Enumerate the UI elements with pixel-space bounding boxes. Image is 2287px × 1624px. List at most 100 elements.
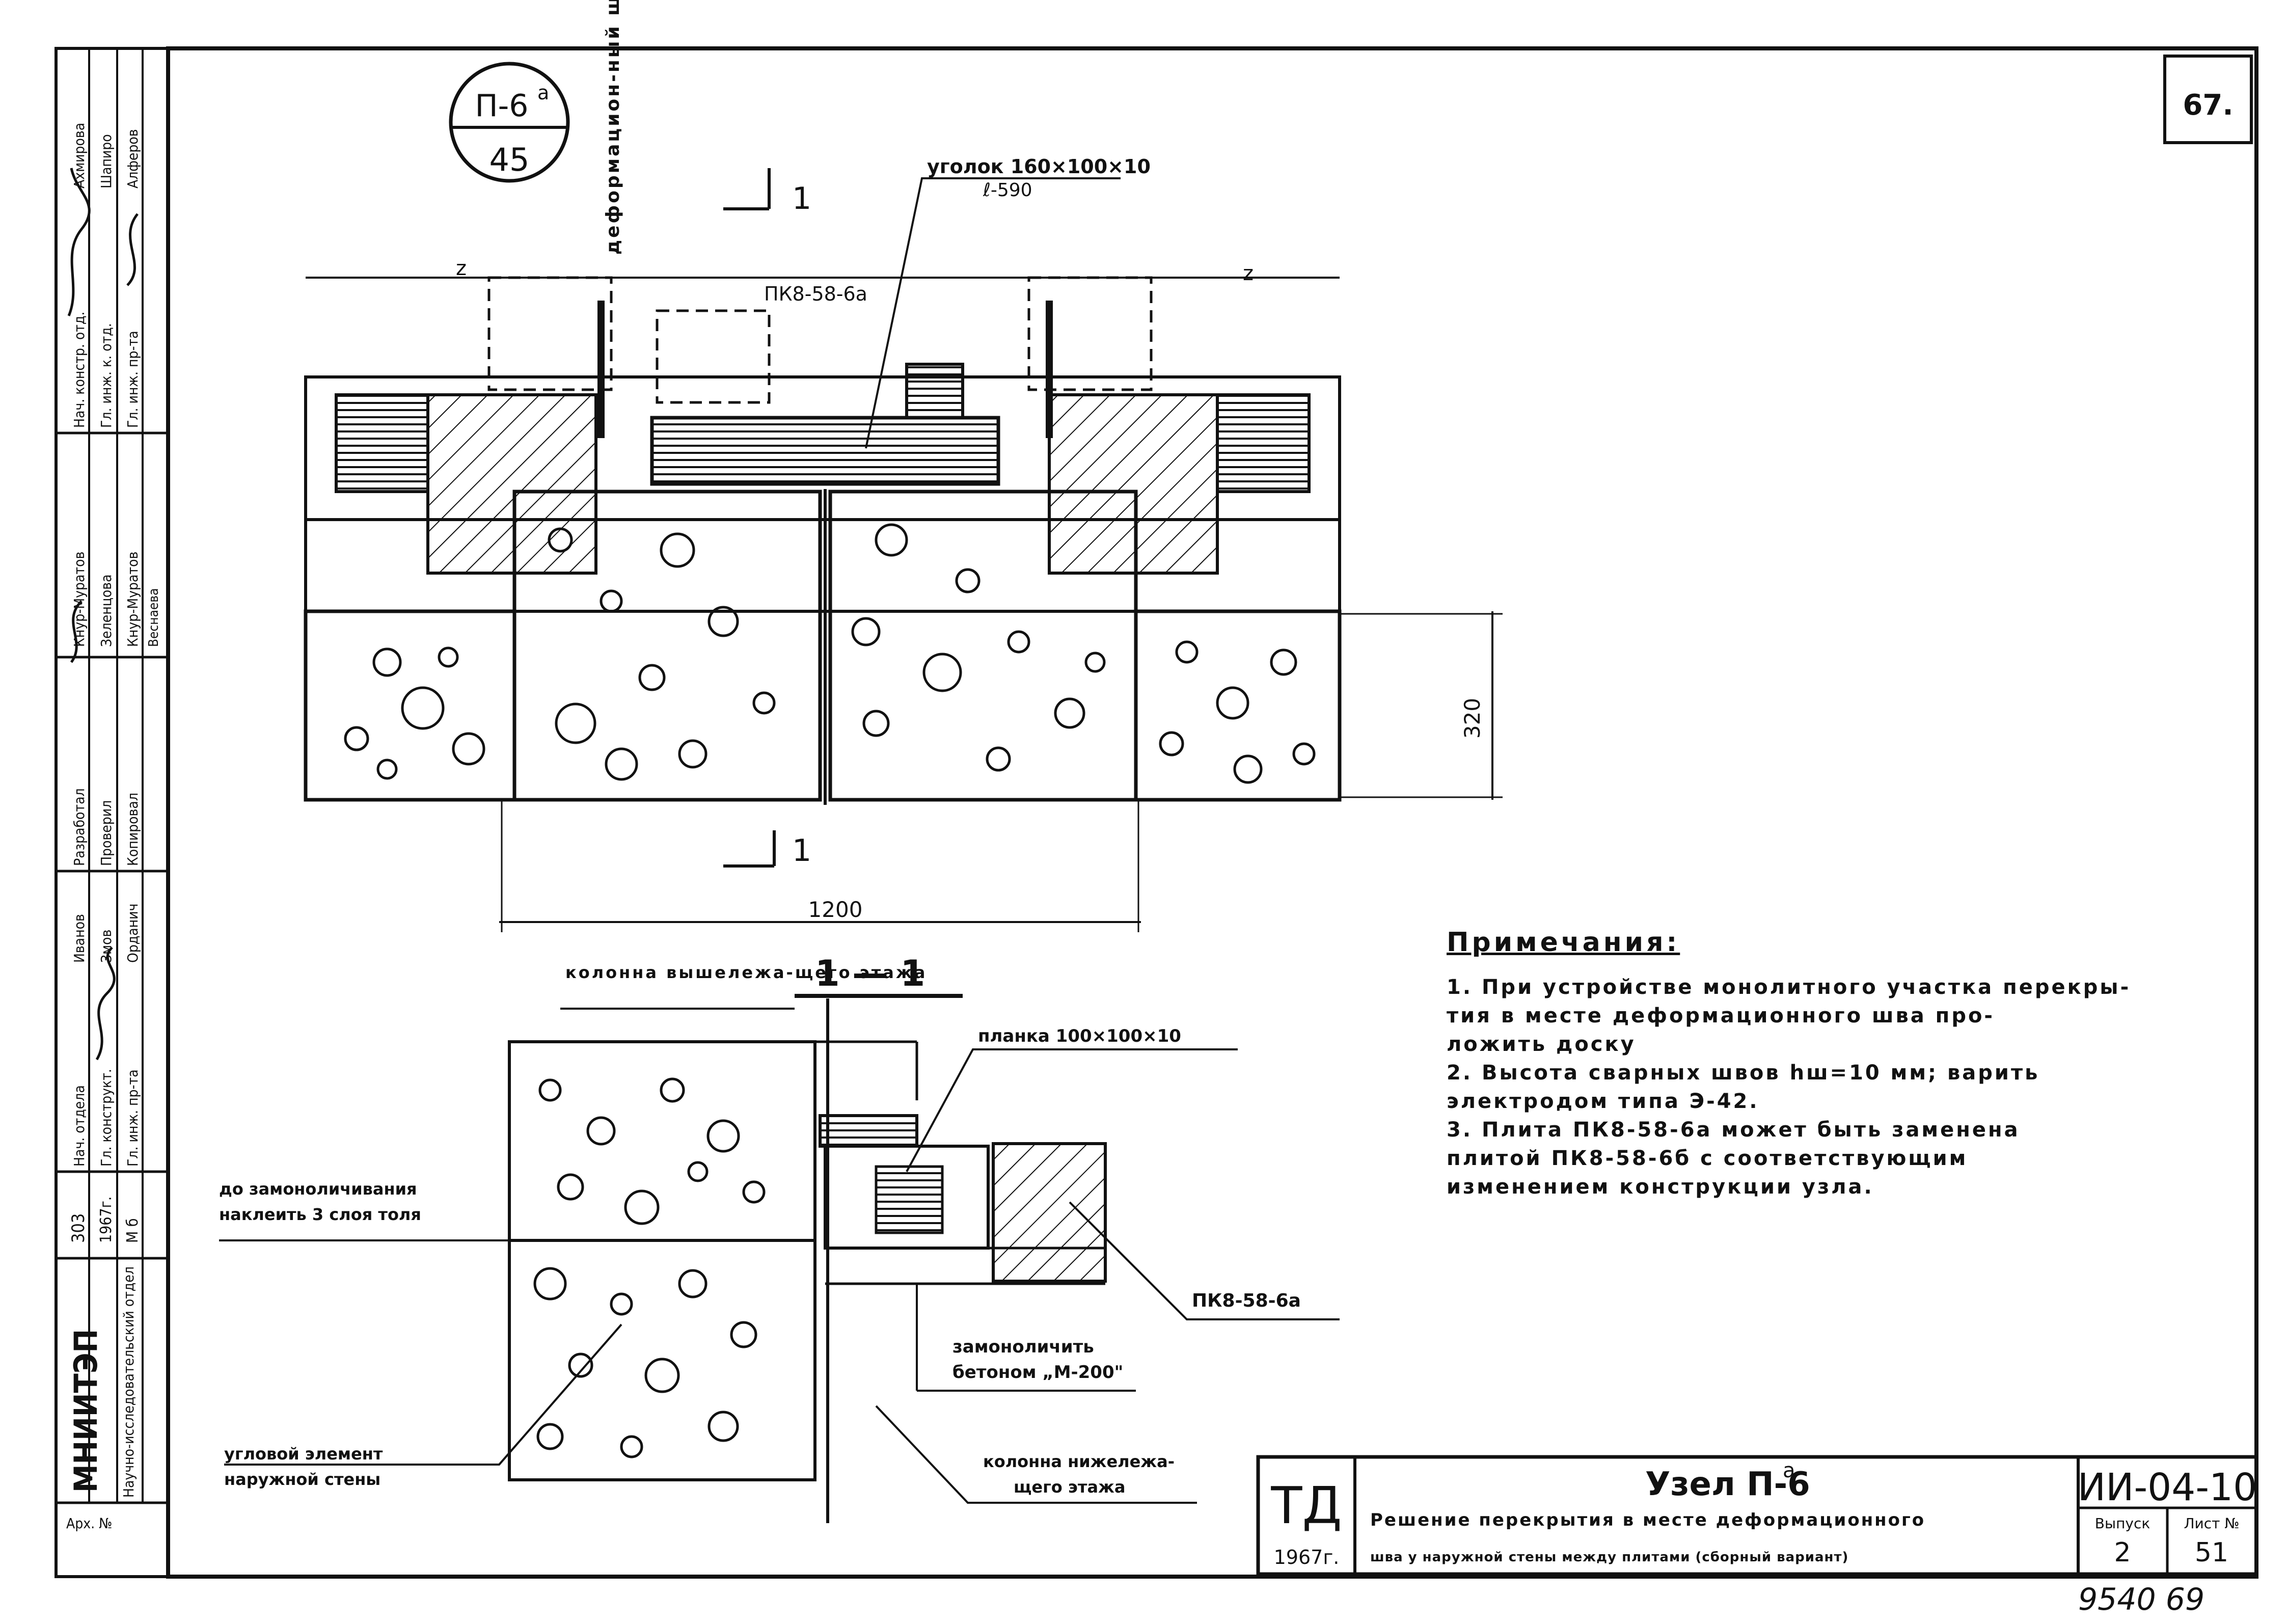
side-stamp-archive: Арх. № [66,1515,112,1532]
title-node-sup: a [1783,1459,1795,1482]
slab-right [1134,609,1342,802]
title-block: ТД 1967г. Узел П-6 a Решение перекрытия … [1256,1455,2258,1576]
side-stamp-org: МНИИТЭП [67,1329,104,1493]
side-stamp-year: 1967г. [97,1197,115,1243]
signature-1 [67,168,91,316]
steel-plate [819,1114,918,1148]
right-column-dashed [1027,276,1153,391]
node-marker-bottom: 45 [489,141,530,178]
deformation-joint-label: деформацион-ный шов [603,0,623,255]
tar-label-2: наклеить 3 слоя толя [219,1205,421,1224]
plan-break-mark-2: z [1243,262,1254,285]
slab-center-left [512,490,822,802]
signature-4 [95,946,116,1061]
left-column-dashed [487,276,613,391]
side-stamp-name-2: Шапиро [98,134,115,188]
angle-steel [650,416,1000,486]
side-stamp-sheet-no: 303 [68,1213,89,1243]
slab-left [304,609,516,802]
section-aggregate [533,1077,766,1458]
notes: Примечания: 1. При устройстве монолитног… [1447,927,2211,1201]
title-issue-label: Выпуск [2095,1515,2150,1532]
notes-title: Примечания: [1447,927,1680,958]
node-marker: П-6 a 45 [449,62,570,183]
side-stamp-name-5: Зеленцова [98,574,115,647]
side-stamp-org-sub: Научно-исследовательский отдел [120,1266,137,1498]
section-view: 1 — 1 колонна вышележа-щего этажа планка… [219,953,1340,1523]
upper-column [508,1040,816,1242]
title-description-1: Решение перекрытия в месте деформационно… [1370,1510,1925,1530]
dim-width: 1200 [808,897,863,922]
corner-label-1: угловой элемент [224,1444,383,1464]
node-marker-top: П-6 [475,88,529,124]
title-sheet-label: Лист № [2184,1515,2240,1532]
angle-length: ℓ-590 [983,180,1032,201]
plate-small [905,363,964,419]
page-number: 67. [2183,89,2233,122]
section-mark-top: 1 [723,168,811,216]
side-stamp-name-3: Алферов [124,129,141,188]
side-stamp-role-3: Гл. инж. пр-та [124,331,141,428]
title-node: Узел П-6 [1645,1466,1810,1503]
slab-label-plan: ПК8-58-6а [764,283,867,305]
concrete-label-2: бетоном „М-200" [952,1362,1123,1383]
left-hatched-block [426,393,597,575]
plate-label: планка 100×100×10 [978,1026,1181,1046]
side-stamp-role-5: Проверил [98,800,115,866]
plan-view: z z [304,155,1503,932]
section-mark-bottom: 1 [723,830,811,869]
lower-column-label-2: щего этажа [1014,1477,1125,1497]
notes-line: плитой ПК8-58-6б с соответствующим [1447,1147,1968,1170]
section-slab [992,1142,1107,1283]
plan-concrete-row [304,518,1341,613]
right-brick-block [1216,393,1311,493]
section-mark-bottom-label: 1 [792,833,811,869]
section-mark-top-label: 1 [792,181,811,216]
concrete-label-1: замоноличить [952,1337,1094,1357]
bottom-stamp: 9540 69 [2078,1582,2204,1617]
side-stamp-name-4: Кнур-Муратов [71,552,88,647]
side-stamp-role-9: Гл. инж. пр-та [124,1069,141,1167]
side-stamp-name-1: Ахмирова [71,123,88,188]
side-stamp-name-7: Веснаева [146,588,161,647]
title-org-code: ТД [1270,1476,1342,1535]
section-title: 1 — 1 [815,953,925,994]
side-stamp: МНИИТЭП Научно-исследовательский отдел 3… [56,48,168,1532]
side-stamp-role-6: Копировал [124,793,141,866]
joint-insert [875,1165,944,1234]
title-sheet-value: 51 [2195,1537,2228,1568]
sheet-frame-inner [166,46,2258,1579]
aggregate-circles [344,523,1316,784]
side-stamp-scale: М б [124,1218,142,1243]
notes-line: 2. Высота сварных швов hш=10 мм; варить [1447,1061,2040,1085]
notes-line: 3. Плита ПК8-58-6а может быть заменена [1447,1118,2020,1142]
signature-3 [70,600,83,663]
title-description-2: шва у наружной стены между плитами (сбор… [1370,1550,1848,1565]
title-year: 1967г. [1274,1546,1340,1568]
dim-height: 320 [1460,698,1485,739]
side-stamp-name-9: Змов [98,930,115,963]
notes-line: электродом типа Э-42. [1447,1090,1759,1113]
page-number-box [2163,55,2253,144]
side-stamp-role-8: Гл. конструкт. [98,1069,115,1167]
side-stamp-role-7: Нач. отдела [71,1085,88,1167]
angle-label: уголок 160×100×10 [927,155,1151,178]
left-brick-block [335,393,429,493]
notes-line: ложить доску [1447,1033,1636,1056]
lower-column-label-1: колонна нижележа- [983,1452,1175,1471]
notes-line: 1. При устройстве монолитного участка пе… [1447,976,2131,999]
tar-label-1: до замоноличивания [219,1179,417,1199]
right-hatched-block [1048,393,1219,575]
side-stamp-role-2: Гл. инж. к. отд. [98,323,115,428]
node-marker-sup: a [537,82,549,104]
plan-break-mark-1: z [456,257,467,280]
notes-line: изменением конструкции узла. [1447,1175,1874,1199]
side-stamp-role-1: Нач. констр. отд. [71,312,88,428]
side-stamp-name-6: Кнур-Муратов [124,552,141,647]
notes-line: тия в месте деформационного шва про- [1447,1004,1995,1027]
section-slab-label: ПК8-58-6а [1192,1290,1301,1311]
side-stamp-name-8: Иванов [71,914,88,963]
side-stamp-role-4: Разработал [71,788,88,866]
corner-label-2: наружной стены [224,1470,380,1489]
